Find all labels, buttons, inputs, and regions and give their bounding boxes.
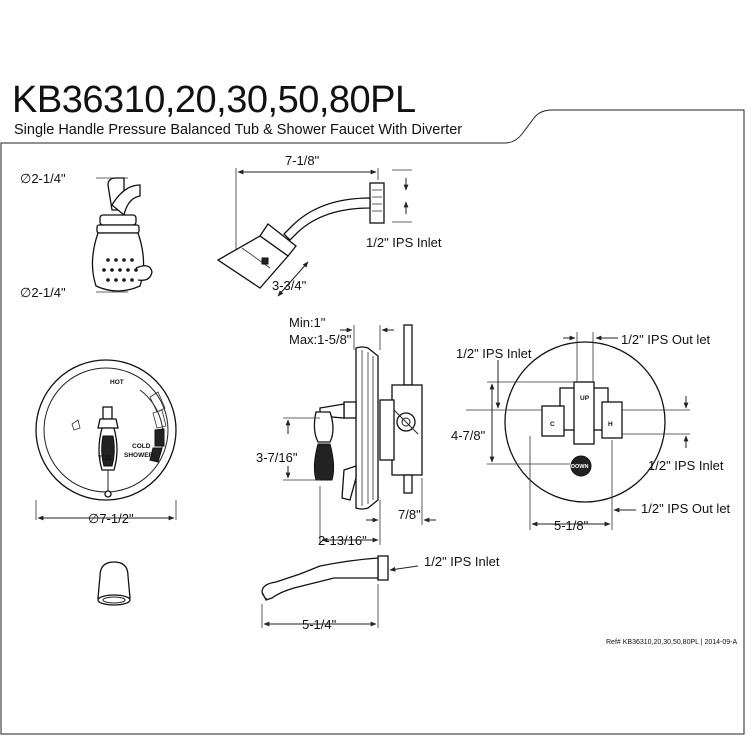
- handle-projection-label: 2-13/16": [318, 533, 367, 548]
- valve-side-view: [283, 324, 436, 545]
- valve-c-label: C: [550, 421, 555, 428]
- product-description: Single Handle Pressure Balanced Tub & Sh…: [14, 122, 463, 138]
- tub-spout-front-view: [97, 561, 131, 606]
- tub-spout-side-view: [261, 555, 419, 628]
- rough-inlet-left-label: 1/2" IPS Inlet: [456, 346, 532, 361]
- wall-max-label: Max:1-5/8": [289, 332, 352, 347]
- valve-down-label: DOWN: [571, 464, 588, 470]
- handle-height-label: 3-7/16": [256, 450, 298, 465]
- trim-dia-label: ∅7-1/2": [88, 511, 134, 526]
- rough-outlet-top-label: 1/2" IPS Out let: [621, 332, 711, 347]
- shower-inlet-label: 1/2" IPS Inlet: [366, 235, 442, 250]
- shower-label: SHOWER: [124, 452, 154, 459]
- shower-arm-side-view: [216, 168, 412, 297]
- arm-length-label: 7-1/8": [285, 153, 320, 168]
- arm-drop-label: 3-3/4": [272, 278, 307, 293]
- cold-label: COLD: [132, 443, 151, 450]
- rough-width-label: 5-1/8": [554, 518, 589, 533]
- spout-length-label: 5-1/4": [302, 617, 337, 632]
- showerhead-front-view: [91, 177, 153, 293]
- reference-number: Ref# KB36310,20,30,50,80PL | 2014-09-A: [606, 639, 737, 646]
- valve-depth-label: 7/8": [398, 507, 421, 522]
- rough-valve-front-view: [466, 332, 690, 530]
- hot-label: HOT: [110, 379, 124, 386]
- spout-inlet-label: 1/2" IPS Inlet: [424, 554, 500, 569]
- rough-outlet-bottom-label: 1/2" IPS Out let: [641, 501, 731, 516]
- tub-label: TUB: [98, 455, 112, 462]
- valve-up-label: UP: [580, 395, 590, 402]
- trim-plate-front-view: [35, 359, 177, 521]
- drawing-frame: [0, 109, 745, 735]
- valve-h-label: H: [608, 421, 613, 428]
- wall-min-label: Min:1": [289, 315, 326, 330]
- showerhead-top-dia-label: ∅2-1/4": [20, 171, 66, 186]
- model-title: KB36310,20,30,50,80PL: [12, 79, 416, 121]
- showerhead-bottom-dia-label: ∅2-1/4": [20, 285, 66, 300]
- rough-inlet-right-label: 1/2" IPS Inlet: [648, 458, 724, 473]
- rough-height-label: 4-7/8": [451, 428, 486, 443]
